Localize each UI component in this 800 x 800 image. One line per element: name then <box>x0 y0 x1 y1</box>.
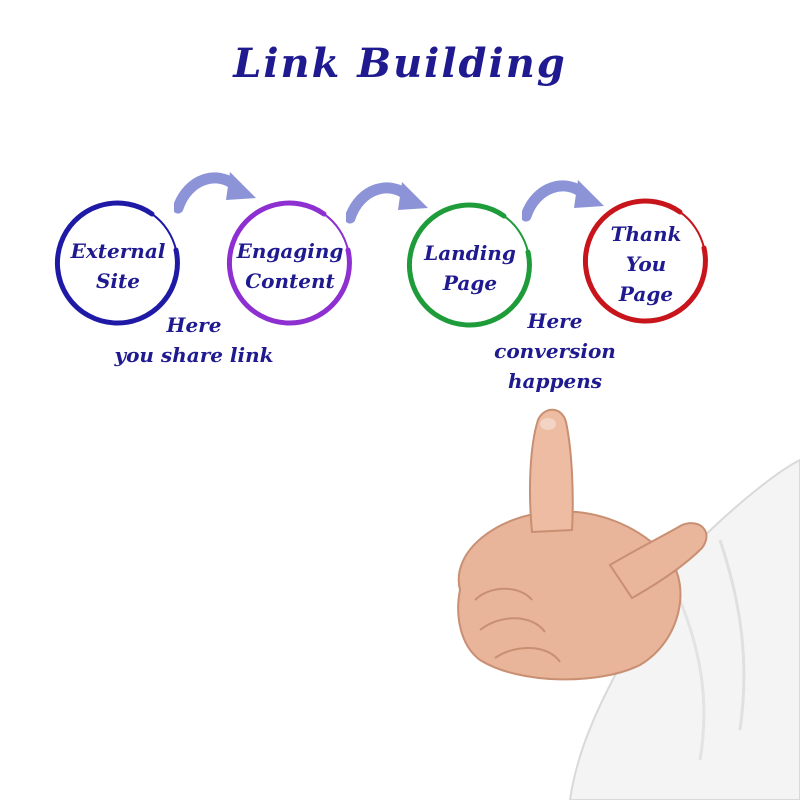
pointing-hand-image <box>457 408 800 800</box>
step-label: Landing Page <box>424 241 516 295</box>
note-conversion: Here conversion happens <box>494 309 616 393</box>
flow-diagram: External Site Engaging Content Landing P… <box>38 160 738 430</box>
step-label: External Site <box>70 239 166 293</box>
step-external-site: External Site <box>52 200 184 332</box>
note-share-link: Here you share link <box>114 313 274 367</box>
step-label: Engaging Content <box>236 239 344 293</box>
curved-arrow-icon <box>346 182 428 224</box>
curved-arrow-icon <box>174 172 256 214</box>
step-label: Thank You Page <box>610 222 682 306</box>
curved-arrow-icon <box>522 180 604 222</box>
circle-outline <box>227 200 352 326</box>
circle-outline <box>55 200 180 326</box>
circle-outline <box>407 202 532 328</box>
step-landing-page: Landing Page <box>404 202 536 334</box>
step-engaging-content: Engaging Content <box>224 200 356 332</box>
step-thank-you-page: Thank You Page <box>580 198 712 330</box>
circle-outline <box>583 198 708 324</box>
diagram-title: Link Building <box>233 40 567 87</box>
